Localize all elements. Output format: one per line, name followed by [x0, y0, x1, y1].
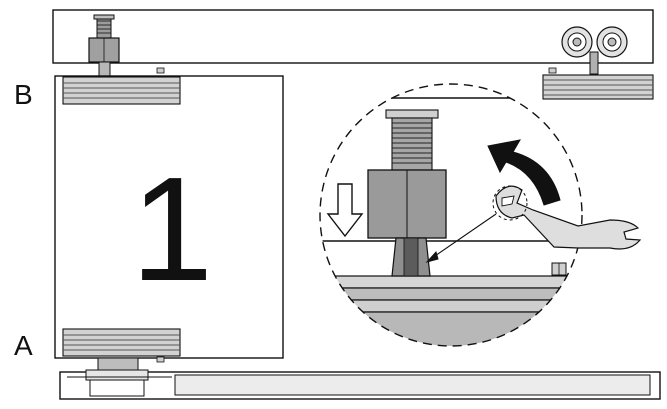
pointer-line: [431, 213, 497, 259]
point-a-label: A: [14, 330, 33, 361]
door-number-label: 1: [131, 147, 213, 312]
point-b-label: B: [14, 79, 33, 110]
hollow-down-arrow-icon: [326, 183, 364, 238]
top-rail: [52, 9, 654, 64]
panel-top-fitting: [62, 67, 181, 105]
pointer-arrowhead: [425, 250, 439, 263]
roller-carriage: [561, 26, 628, 75]
open-end-wrench-icon: [492, 185, 642, 250]
adjustment-bolt: [367, 109, 447, 277]
right-hanger-plate: [542, 67, 654, 100]
bottom-track-insert: [174, 374, 651, 396]
curved-turn-arrow-icon: [487, 139, 561, 206]
door-panel: [54, 75, 284, 359]
top-left-hanger: [88, 14, 120, 77]
bottom-guide-block: [67, 357, 172, 397]
panel-bottom-fitting: [62, 328, 181, 363]
